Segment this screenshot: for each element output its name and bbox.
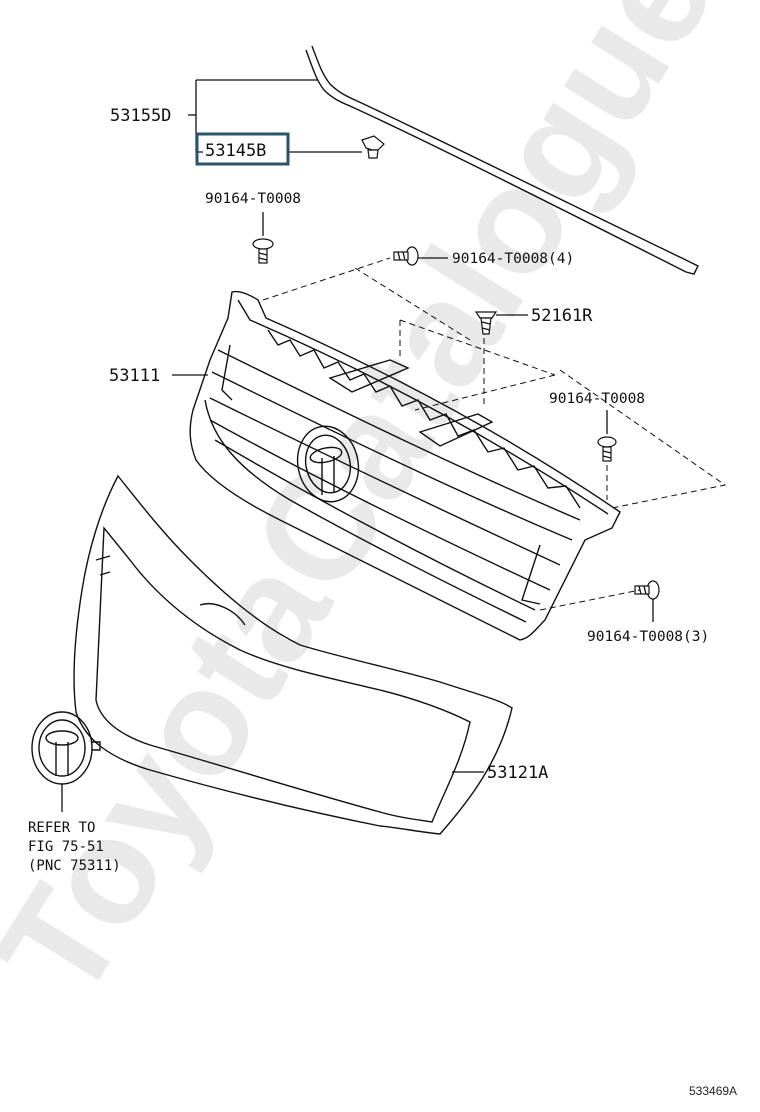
emblem-note-line3: (PNC 75311)	[28, 858, 121, 874]
callout-screw-top-right: 90164-T0008(4)	[452, 251, 574, 267]
grille-surround-part[interactable]	[73, 474, 513, 835]
callout-53155d: 53155D	[110, 106, 171, 126]
radiator-grille-part[interactable]	[189, 290, 621, 641]
callout-53145b[interactable]: 53145B	[205, 141, 266, 161]
callout-screw-right: 90164-T0008	[549, 391, 645, 407]
emblem-note-line1: REFER TO	[28, 820, 95, 836]
callout-53111: 53111	[109, 366, 160, 386]
clip-52161r-part[interactable]	[474, 311, 498, 335]
callout-52161r: 52161R	[531, 306, 593, 326]
screw-top-right-part[interactable]	[393, 246, 419, 266]
install-dashed-lines	[262, 257, 727, 611]
clip-53145b-part[interactable]	[361, 135, 385, 159]
screw-top-part[interactable]	[252, 238, 274, 264]
hood-moulding-part[interactable]	[305, 45, 699, 275]
callout-screw-bottom: 90164-T0008(3)	[587, 629, 709, 645]
emblem-note-line2: FIG 75-51	[28, 839, 104, 855]
highlight-box	[195, 132, 290, 166]
callout-screw-top: 90164-T0008	[205, 191, 301, 207]
screw-right-part[interactable]	[597, 436, 617, 462]
figure-id: 533469A	[689, 1084, 737, 1098]
callout-53121a: 53121A	[487, 763, 548, 783]
